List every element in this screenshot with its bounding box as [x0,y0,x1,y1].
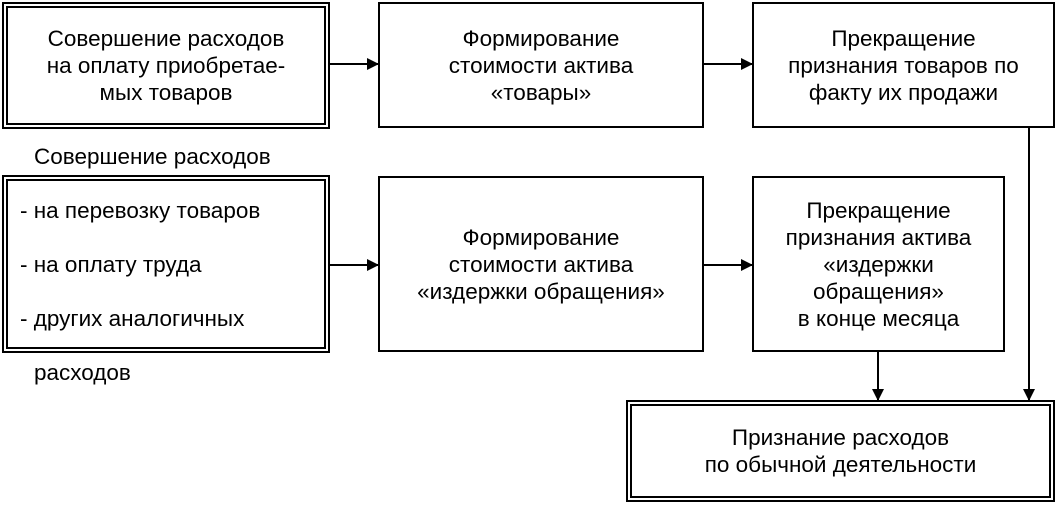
goods-cost-text: Формирование стоимости актива «товары» [448,25,634,105]
distribution-derecognition-box: Прекращение признания актива «издержки о… [752,176,1005,352]
purchase-expenses-text: Совершение расходов на оплату приобретае… [46,26,286,105]
other-expenses-content: Совершение расходов - на перевозку товар… [20,116,271,413]
other-expenses-item: - на оплату труда [20,251,202,277]
distribution-costs-box: Формирование стоимости актива «издержки … [378,176,704,352]
other-expenses-title: Совершение расходов [34,143,271,169]
purchase-expenses-box: Совершение расходов на оплату приобретае… [2,2,330,129]
goods-derecognition-text: Прекращение признания товаров по факту и… [788,25,1019,105]
other-expenses-item: - других аналогичных [20,305,245,331]
distribution-derecognition-text: Прекращение признания актива «издержки о… [785,197,972,331]
other-expenses-item: расходов [34,359,131,385]
goods-derecognition-box: Прекращение признания товаров по факту и… [752,2,1055,128]
goods-cost-box: Формирование стоимости актива «товары» [378,2,704,128]
other-expenses-box: Совершение расходов - на перевозку товар… [2,144,330,385]
distribution-costs-text: Формирование стоимости актива «издержки … [417,224,665,304]
result-text: Признание расходов по обычной деятельнос… [704,425,977,477]
other-expenses-item: - на перевозку товаров [20,197,261,223]
result-box: Признание расходов по обычной деятельнос… [626,400,1055,502]
